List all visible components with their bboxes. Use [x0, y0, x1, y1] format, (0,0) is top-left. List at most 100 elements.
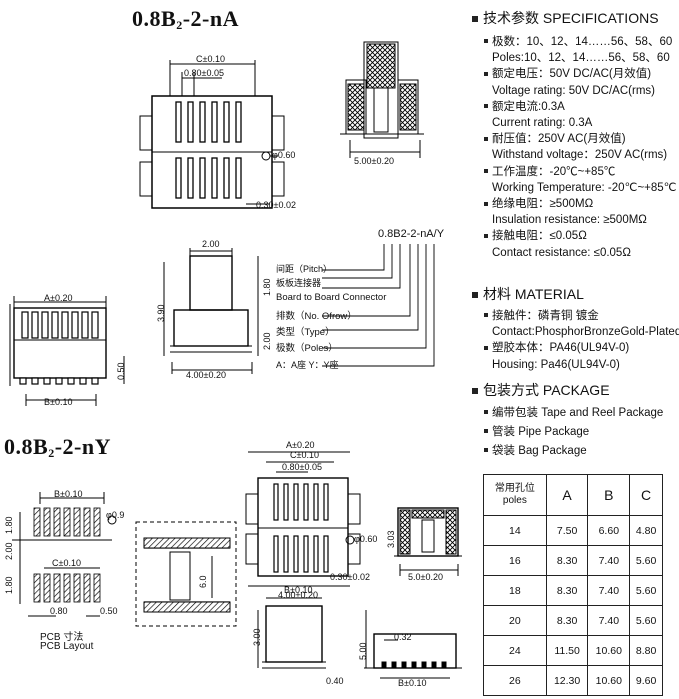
material-text: 接触件：磷青铜 镀金 [492, 310, 599, 322]
dim-c-tol: C±0.10 [196, 54, 225, 64]
bullet-icon [484, 71, 488, 76]
spec-line: 极数：10、12、14……56、58、60 [484, 34, 677, 50]
table-cell: 16 [483, 545, 547, 576]
table-cell: 5.60 [629, 605, 663, 636]
material-line: 接触件：磷青铜 镀金 [484, 308, 679, 324]
table-cell: 4.80 [629, 515, 663, 546]
spec-heading: 技术参数 SPECIFICATIONS [470, 8, 659, 28]
table-cell: 7.40 [587, 605, 631, 636]
dim-pitch-y: 0.80±0.05 [282, 462, 322, 472]
side-section-y [394, 507, 462, 576]
dim-pin-offset: 0.30±0.02 [256, 200, 296, 210]
table-cell: 12.30 [545, 665, 589, 696]
package-heading: 包装方式 PACKAGE [470, 380, 610, 400]
spec-line: Voltage rating: 50V DC/AC(rms) [484, 83, 677, 99]
spec-text: 工作温度：-20℃~+85℃ [492, 165, 616, 178]
table-header-b: B [587, 474, 631, 516]
dim-w050: 0.50 [100, 606, 118, 616]
dim-c-tol-y: C±0.10 [290, 450, 319, 460]
dim-b-tol: B±0.10 [44, 397, 73, 407]
part-code-type: 类型（Type） [276, 327, 335, 338]
spec-text: Poles:10、12、14……56、58、60 [492, 52, 670, 65]
plan-view-a [139, 60, 285, 209]
side-section-a [340, 41, 424, 158]
package-text: 管装 Pipe Package [492, 426, 590, 438]
material-text: 塑胶本体：PA46(UL94V-0) [492, 342, 630, 355]
part-code-poles: 极数（Poles） [276, 343, 338, 354]
square-bullet-icon [472, 387, 478, 394]
part-code-leaders [322, 244, 435, 367]
table-cell: 7.50 [545, 515, 589, 546]
dim-c-tol-pcb: C±0.10 [52, 558, 81, 568]
table-cell: 8.30 [545, 575, 589, 606]
spec-text: 额定电流:0.3A [492, 100, 565, 113]
dim-h032: 0.32 [394, 632, 412, 642]
package-line: 管装 Pipe Package [484, 423, 663, 442]
dim-v200: 2.00 [4, 542, 14, 560]
table-cell: 24 [483, 635, 547, 666]
dim-offset-y: 0.30±0.02 [330, 572, 370, 582]
plan-view-y [245, 451, 361, 587]
spec-text: 极数：10、12、14……56、58、60 [492, 36, 673, 48]
package-text: 袋装 Bag Package [492, 445, 587, 457]
dim-v60: 6.0 [198, 575, 208, 588]
spec-line: Insulation resistance: ≥500MΩ [484, 212, 677, 228]
table-cell: 10.60 [587, 665, 631, 696]
bullet-icon [484, 201, 488, 206]
spec-line: 额定电压：50V DC/AC(月效值) [484, 66, 677, 82]
bullet-icon [484, 429, 488, 434]
material-line: 塑胶本体：PA46(UL94V-0) [484, 340, 679, 356]
table-cell: 9.60 [629, 665, 663, 696]
mating-section [144, 547, 230, 603]
spec-text: Withstand voltage：250V AC(rms) [492, 149, 668, 162]
table-cell: 6.60 [587, 515, 631, 546]
bullet-icon [484, 233, 488, 238]
dim-h500: 5.00 [358, 642, 368, 660]
part-code: 0.8B2-2-nA/Y [378, 228, 445, 240]
spec-line: 接触电阻：≤0.05Ω [484, 228, 677, 244]
table-cell: 26 [483, 665, 547, 696]
table-cell: 7.40 [587, 575, 631, 606]
table-cell: 10.60 [587, 635, 631, 666]
spec-text: 绝缘电阻：≥500MΩ [492, 198, 594, 211]
spec-line: Contact resistance: ≤0.05Ω [484, 245, 677, 261]
bullet-icon [484, 313, 488, 318]
spec-line: 耐压值：250V AC(月效值) [484, 131, 677, 147]
spec-text: Contact resistance: ≤0.05Ω [492, 246, 631, 259]
spec-line: Withstand voltage：250V AC(rms) [484, 147, 677, 163]
bullet-icon [484, 345, 488, 350]
table-cell: 5.60 [629, 545, 663, 576]
material-text: Contact:PhosphorBronzeGold-Plated [492, 326, 679, 339]
table-cell: 14 [483, 515, 547, 546]
table-cell: 11.50 [545, 635, 589, 666]
material-list: 接触件：磷青铜 镀金 Contact:PhosphorBronzeGold-Pla… [484, 308, 679, 373]
dim-h180: 1.80 [262, 278, 272, 296]
dim-w080: 0.80 [50, 606, 68, 616]
dim-phi-y: φ0.60 [354, 534, 378, 544]
spec-line: 工作温度：-20℃~+85℃ [484, 164, 677, 180]
dim-h303: 3.03 [386, 530, 396, 548]
side-view-y [257, 597, 326, 669]
dim-phi09: φ0.9 [106, 510, 125, 520]
dim-phi: φ0.60 [272, 150, 296, 160]
table-cell: 20 [483, 605, 547, 636]
bullet-icon [484, 410, 488, 415]
bullet-icon [484, 169, 488, 174]
dim-w5b: 5.0±0.20 [408, 572, 443, 582]
spec-text: Insulation resistance: ≥500MΩ [492, 214, 647, 227]
square-bullet-icon [472, 291, 478, 298]
dim-h300: 3.00 [252, 628, 262, 646]
pcb-label-en: PCB Layout [40, 641, 94, 652]
material-line: Contact:PhosphorBronzeGold-Plated [484, 324, 679, 340]
pcb-layout [12, 492, 117, 617]
spec-text: Voltage rating: 50V DC/AC(rms) [492, 84, 655, 97]
table-cell: 7.40 [587, 545, 631, 576]
